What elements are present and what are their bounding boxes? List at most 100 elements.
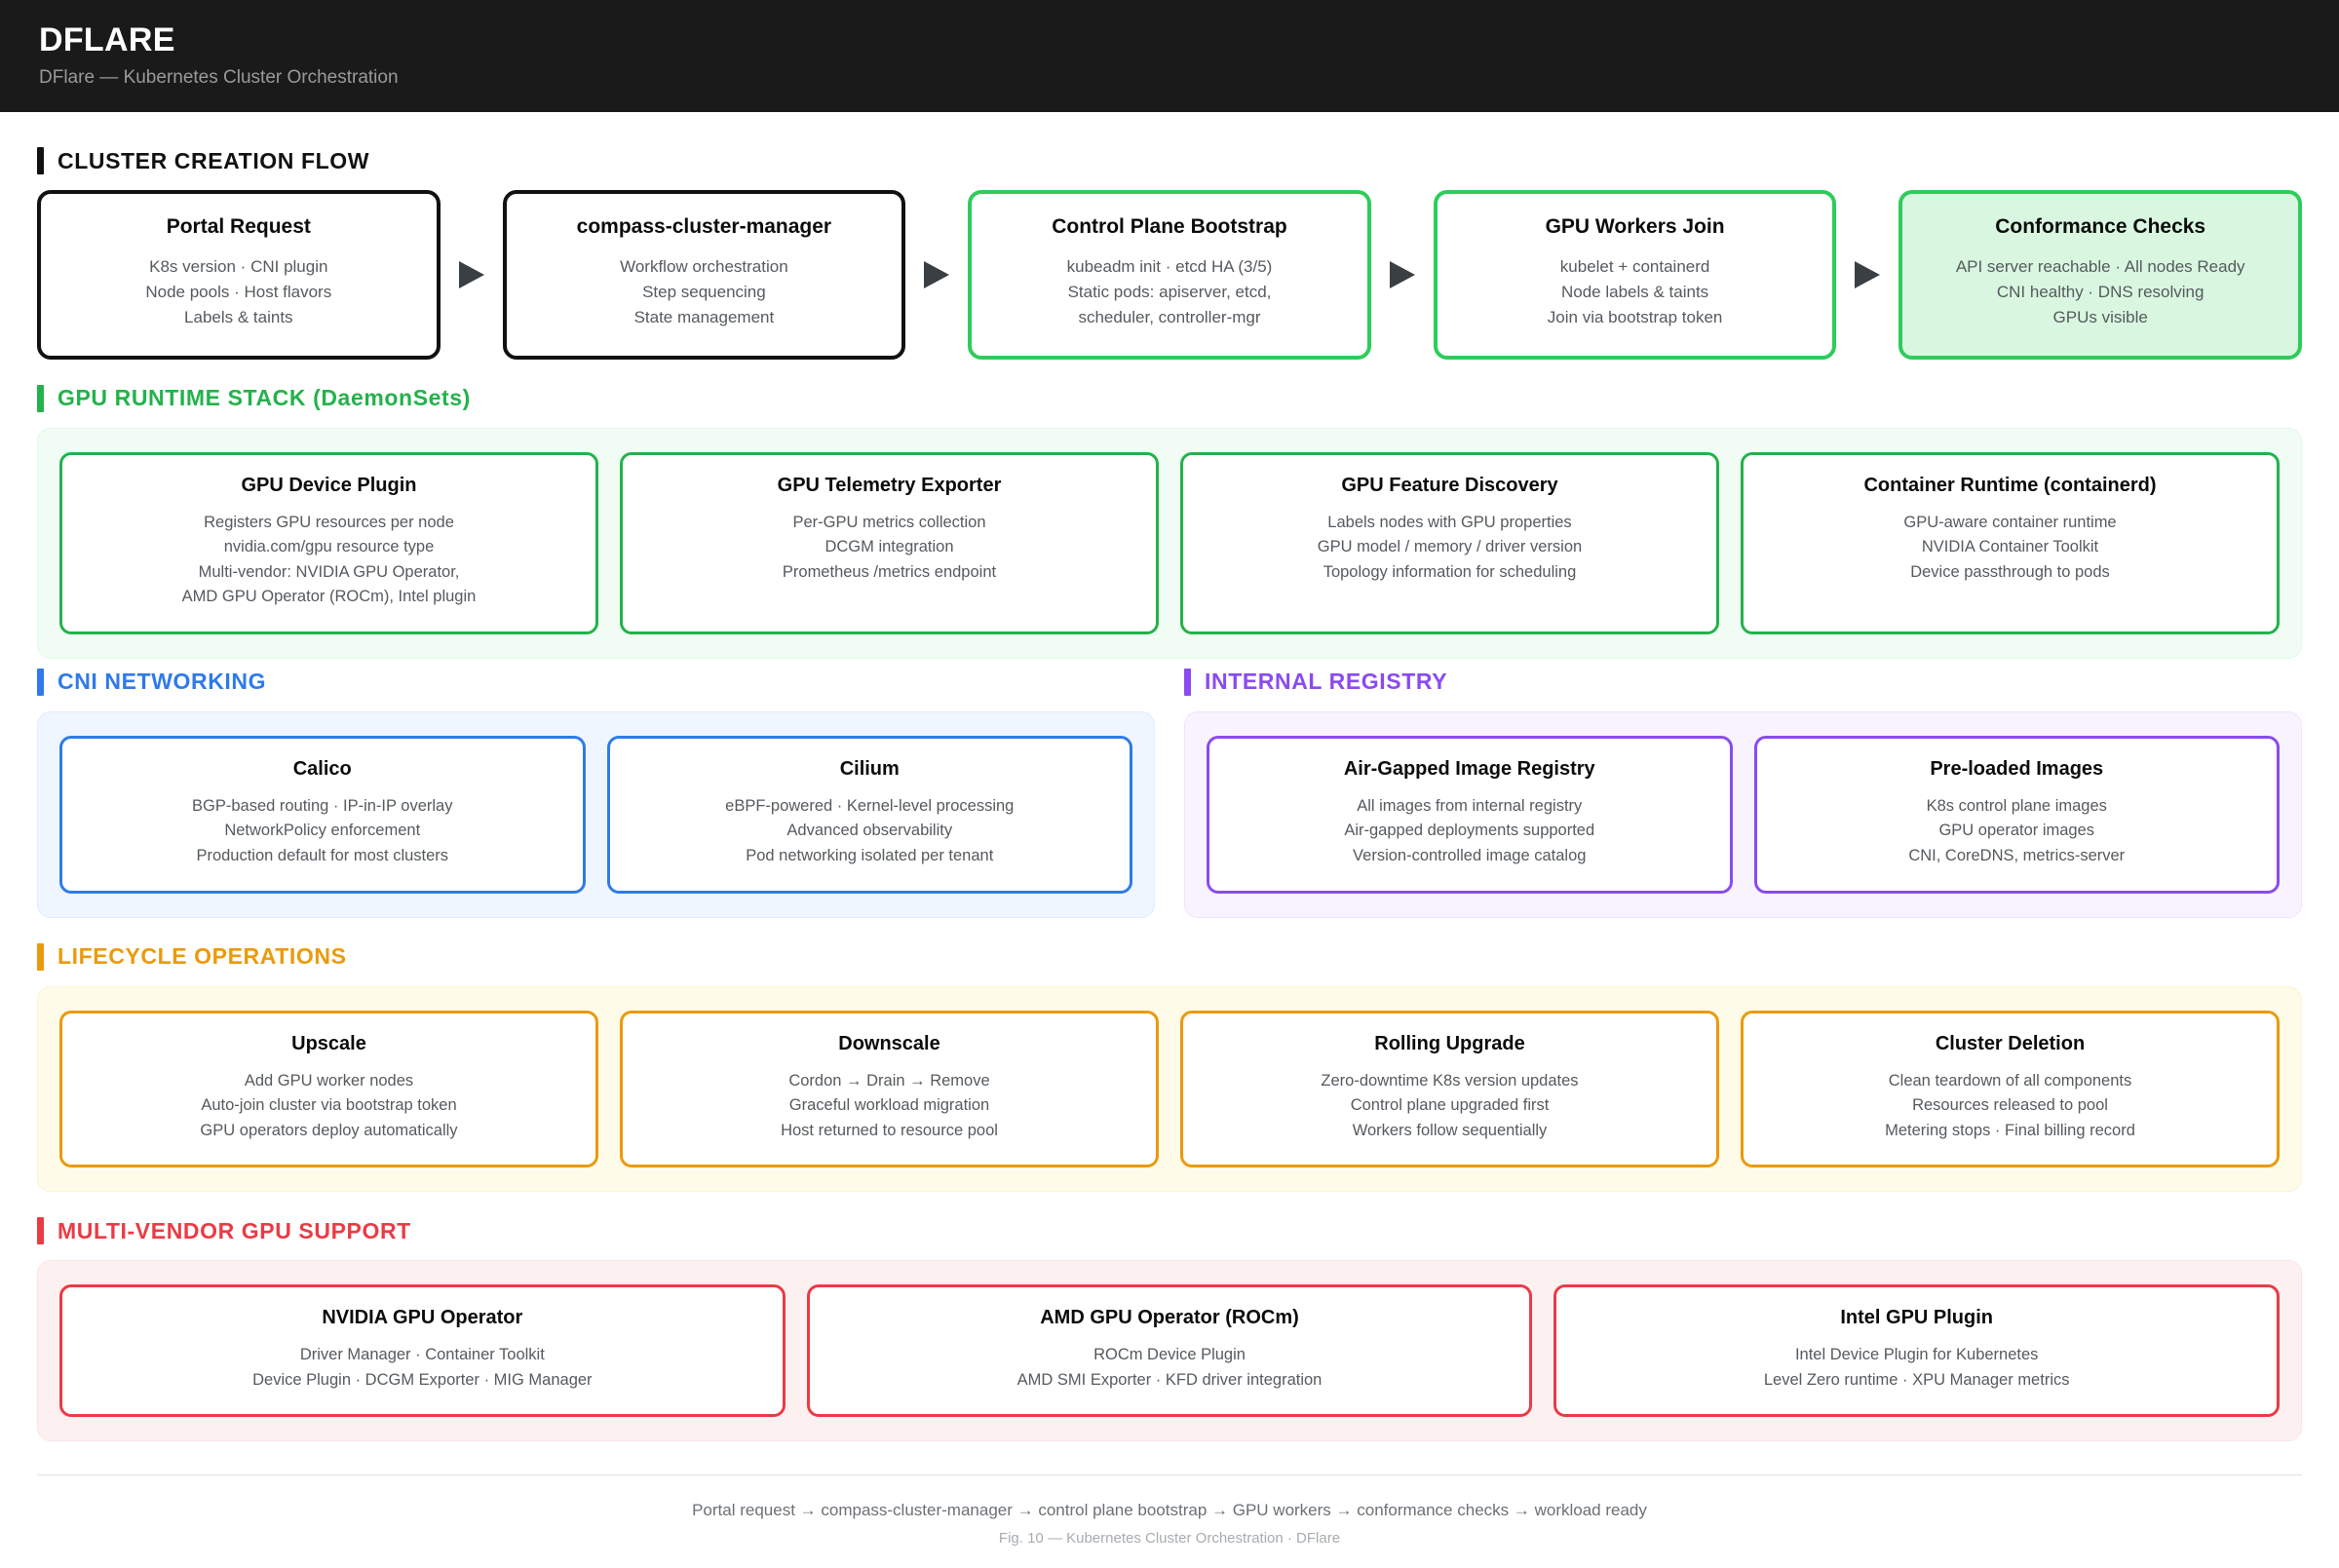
tile-line: Labels nodes with GPU properties <box>1327 513 1572 531</box>
tile-calico[interactable]: Calico BGP-based routing · IP-in-IP over… <box>59 735 586 894</box>
card-line: Labels & taints <box>184 307 293 326</box>
section-header-cni: CNI NETWORKING <box>37 668 1155 696</box>
section-title-gpu-runtime: GPU RUNTIME STACK (DaemonSets) <box>58 385 471 411</box>
tile-title: AMD GPU Operator (ROCm) <box>1040 1307 1299 1329</box>
tile-line: Host returned to resource pool <box>781 1121 998 1139</box>
tile-line: Advanced observability <box>786 822 953 840</box>
tile-title: GPU Feature Discovery <box>1341 474 1558 496</box>
tile-gpu-feature-discovery[interactable]: GPU Feature Discovery Labels nodes with … <box>1180 451 1719 634</box>
tile-line: Registers GPU resources per node <box>204 513 454 531</box>
tile-title: GPU Telemetry Exporter <box>777 474 1002 496</box>
tile-line: Graceful workload migration <box>788 1096 990 1115</box>
tile-line: All images from internal registry <box>1357 796 1583 815</box>
tile-line: GPU operators deploy automatically <box>200 1121 458 1139</box>
section-header-vendors: MULTI-VENDOR GPU SUPPORT <box>37 1217 2302 1245</box>
tile-line: nvidia.com/gpu resource type <box>223 538 435 556</box>
tile-line: Auto-join cluster via bootstrap token <box>201 1096 457 1115</box>
section-title-vendors: MULTI-VENDOR GPU SUPPORT <box>58 1217 411 1243</box>
tile-line: GPU-aware container runtime <box>1903 513 2117 531</box>
section-header-gpu-runtime: GPU RUNTIME STACK (DaemonSets) <box>37 384 2302 412</box>
column-cni: CNI NETWORKING Calico BGP-based routing … <box>37 659 1155 918</box>
tile-line: Topology information for scheduling <box>1323 562 1577 581</box>
tile-line: Production default for most clusters <box>196 846 449 864</box>
tile-line: CNI, CoreDNS, metrics-server <box>1908 846 2126 864</box>
tile-title: Cluster Deletion <box>1935 1032 2086 1054</box>
card-title: GPU Workers Join <box>1545 215 1725 239</box>
section-accent-bar <box>37 668 44 696</box>
tile-intel-gpu-plugin[interactable]: Intel GPU Plugin Intel Device Plugin for… <box>1553 1284 2281 1418</box>
tile-line: Metering stops · Final billing record <box>1885 1121 2135 1139</box>
tile-line: AMD GPU Operator (ROCm), Intel plugin <box>181 588 477 606</box>
section-title-cni: CNI NETWORKING <box>58 669 267 695</box>
tile-pre-loaded-images[interactable]: Pre-loaded Images K8s control plane imag… <box>1753 735 2280 894</box>
flow-arrow-icon <box>1836 190 1898 359</box>
tile-downscale[interactable]: Downscale Cordon → Drain → Remove Gracef… <box>620 1010 1159 1168</box>
card-line: Step sequencing <box>642 282 766 301</box>
flow-card-compass-cluster-manager[interactable]: compass-cluster-manager Workflow orchest… <box>502 190 906 360</box>
card-line: GPUs visible <box>2052 307 2148 326</box>
tile-cluster-deletion[interactable]: Cluster Deletion Clean teardown of all c… <box>1741 1010 2280 1168</box>
flow-card-control-plane-bootstrap[interactable]: Control Plane Bootstrap kubeadm init · e… <box>968 190 1371 360</box>
tile-rolling-upgrade[interactable]: Rolling Upgrade Zero-downtime K8s versio… <box>1180 1010 1719 1168</box>
card-line: State management <box>633 307 775 326</box>
flow-card-gpu-workers-join[interactable]: GPU Workers Join kubelet + containerd No… <box>1433 190 1837 360</box>
flow-card-portal-request[interactable]: Portal Request K8s version · CNI plugin … <box>37 190 441 360</box>
tile-air-gapped-image-registry[interactable]: Air-Gapped Image Registry All images fro… <box>1207 735 1733 894</box>
tile-line: Version-controlled image catalog <box>1353 846 1587 864</box>
tile-cilium[interactable]: Cilium eBPF-powered · Kernel-level proce… <box>606 735 1132 894</box>
tile-title: NVIDIA GPU Operator <box>322 1307 523 1329</box>
card-title: Control Plane Bootstrap <box>1052 215 1287 239</box>
tile-title: GPU Device Plugin <box>241 474 417 496</box>
section-header-lifecycle: LIFECYCLE OPERATIONS <box>37 942 2302 971</box>
tile-line: BGP-based routing · IP-in-IP overlay <box>192 796 453 815</box>
flow-arrow-icon <box>905 190 968 359</box>
card-line: API server reachable · All nodes Ready <box>1955 257 2245 277</box>
tile-title: Upscale <box>291 1032 366 1054</box>
tile-upscale[interactable]: Upscale Add GPU worker nodes Auto-join c… <box>59 1010 598 1168</box>
tile-line: Cordon → Drain → Remove <box>788 1071 990 1090</box>
tile-line: NetworkPolicy enforcement <box>224 822 421 840</box>
tile-title: Air-Gapped Image Registry <box>1343 757 1595 780</box>
section-title-registry: INTERNAL REGISTRY <box>1205 669 1448 695</box>
panel-registry: Air-Gapped Image Registry All images fro… <box>1184 710 2302 918</box>
panel-cni: Calico BGP-based routing · IP-in-IP over… <box>37 710 1155 918</box>
tile-line: AMD SMI Exporter · KFD driver integratio… <box>1016 1370 1323 1389</box>
tile-line: Resources released to pool <box>1912 1096 2108 1115</box>
app-header: DFLARE DFlare — Kubernetes Cluster Orche… <box>0 0 2339 113</box>
cni-registry-row: CNI NETWORKING Calico BGP-based routing … <box>37 659 2302 918</box>
flow-card-conformance-checks[interactable]: Conformance Checks API server reachable … <box>1898 190 2302 360</box>
card-line: Workflow orchestration <box>620 257 788 277</box>
footer-flow-summary: Portal request → compass-cluster-manager… <box>692 1501 1647 1520</box>
card-title: Conformance Checks <box>1995 215 2206 239</box>
tile-gpu-telemetry-exporter[interactable]: GPU Telemetry Exporter Per-GPU metrics c… <box>620 451 1159 634</box>
tile-line: Air-gapped deployments supported <box>1344 822 1595 840</box>
tile-line: Multi-vendor: NVIDIA GPU Operator, <box>198 562 460 581</box>
card-line: K8s version · CNI plugin <box>149 257 328 277</box>
tile-title: Container Runtime (containerd) <box>1863 474 2157 496</box>
card-line: Join via bootstrap token <box>1547 307 1723 326</box>
tile-line: Intel Device Plugin for Kubernetes <box>1794 1346 2039 1364</box>
card-line: Node pools · Host flavors <box>145 282 332 301</box>
page-body: CLUSTER CREATION FLOW Portal Request K8s… <box>0 112 2339 1568</box>
tile-amd-gpu-operator[interactable]: AMD GPU Operator (ROCm) ROCm Device Plug… <box>806 1284 1533 1418</box>
tile-nvidia-gpu-operator[interactable]: NVIDIA GPU Operator Driver Manager · Con… <box>59 1284 786 1418</box>
card-title: Portal Request <box>166 215 311 239</box>
tile-gpu-device-plugin[interactable]: GPU Device Plugin Registers GPU resource… <box>59 451 598 634</box>
card-line: Node labels & taints <box>1560 282 1709 301</box>
panel-lifecycle: Upscale Add GPU worker nodes Auto-join c… <box>37 985 2302 1193</box>
section-accent-bar <box>37 942 44 971</box>
section-header-registry: INTERNAL REGISTRY <box>1184 668 2302 696</box>
tile-line: eBPF-powered · Kernel-level processing <box>725 796 1015 815</box>
tile-container-runtime[interactable]: Container Runtime (containerd) GPU-aware… <box>1741 451 2280 634</box>
tile-line: Level Zero runtime · XPU Manager metrics <box>1763 1370 2070 1389</box>
tile-line: Device Plugin · DCGM Exporter · MIG Mana… <box>252 1370 593 1389</box>
tile-line: Driver Manager · Container Toolkit <box>299 1346 545 1364</box>
app-title: DFLARE <box>39 21 175 58</box>
tile-title: Rolling Upgrade <box>1374 1032 1525 1054</box>
app-subtitle: DFlare — Kubernetes Cluster Orchestratio… <box>39 67 399 89</box>
card-line: kubeadm init · etcd HA (3/5) <box>1066 257 1273 277</box>
card-title: compass-cluster-manager <box>576 215 832 239</box>
panel-vendors: NVIDIA GPU Operator Driver Manager · Con… <box>37 1260 2302 1442</box>
page-footer: Portal request → compass-cluster-manager… <box>37 1474 2302 1568</box>
flow-arrow-icon <box>1371 190 1434 359</box>
